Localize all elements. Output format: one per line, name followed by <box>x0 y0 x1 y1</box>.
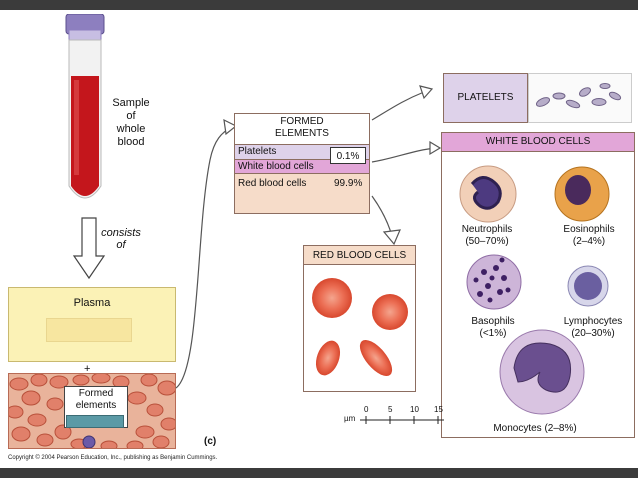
smear-cells <box>9 374 175 448</box>
plasma-inner-field <box>46 318 132 342</box>
row-label-platelets: Platelets <box>238 146 277 157</box>
neutrophils-label: Neutrophils (50–70%) <box>446 224 528 248</box>
formed-elements-line: Formed <box>78 388 114 399</box>
cell-name: Lymphocytes <box>563 316 623 327</box>
wbc-cells <box>459 165 610 415</box>
top-border <box>0 0 638 10</box>
lymphocytes-label: Lymphocytes (20–30%) <box>552 316 634 340</box>
copyright-text: Copyright © 2004 Pearson Education, Inc.… <box>8 455 218 461</box>
formed-elements-title: FORMED ELEMENTS <box>234 116 370 140</box>
cell-name: Neutrophils <box>461 224 513 235</box>
arrow-to-platelets <box>371 91 425 121</box>
cell-range: (2–4%) <box>572 236 606 247</box>
scale-tick-0: 0 <box>364 405 369 414</box>
blood-tube-illustration <box>65 14 105 199</box>
consists-line: consists <box>101 227 141 239</box>
formed-title-line: ELEMENTS <box>275 128 329 139</box>
wbc-header <box>441 132 635 152</box>
platelets-title: PLATELETS <box>457 92 514 103</box>
tube-label-line: whole <box>116 123 146 135</box>
scale-bar <box>344 406 448 424</box>
scale-tick-15: 15 <box>434 405 443 414</box>
cell-name: Basophils <box>471 316 515 327</box>
panel-letter: (c) <box>204 436 217 447</box>
cell-name: Eosinophils <box>563 224 615 235</box>
arrowhead <box>223 118 238 136</box>
formed-elements-line: elements <box>75 400 117 411</box>
scale-tick-5: 5 <box>388 405 393 414</box>
arrow-to-rbc <box>371 195 393 237</box>
arrowhead <box>419 85 434 100</box>
rbc-cells <box>312 278 408 377</box>
bottom-border <box>0 468 638 478</box>
rbc-title-box <box>303 245 416 265</box>
formed-elements-layer <box>66 415 124 428</box>
consists-of-label: consists of <box>96 227 146 251</box>
eosinophils-label: Eosinophils (2–4%) <box>548 224 630 248</box>
arrow-to-wbc <box>371 147 437 163</box>
row-value-rbc: 99.9% <box>334 178 363 189</box>
tube-label-line: Sample <box>112 97 150 109</box>
formed-elements-header <box>234 113 370 145</box>
cell-range: (20–30%) <box>571 328 615 339</box>
consists-line: of <box>116 239 126 251</box>
tube-label-line: blood <box>117 136 145 148</box>
formed-title-line: FORMED <box>280 116 324 127</box>
plus-sign: + <box>84 363 91 375</box>
arrowhead <box>382 229 401 246</box>
scale-bar-ruler <box>360 416 444 424</box>
monocytes-label: Monocytes (2–8%) <box>493 423 577 434</box>
wbc-title: WHITE BLOOD CELLS <box>485 136 591 147</box>
basophils-label: Basophils (<1%) <box>452 316 534 340</box>
arrow-to-formed-elements <box>175 126 233 389</box>
down-arrow <box>72 217 106 280</box>
platelets-image <box>528 73 632 123</box>
rbc-title: RED BLOOD CELLS <box>312 250 407 261</box>
row-label-wbc: White blood cells <box>238 161 314 172</box>
tube-label: Sample of whole blood <box>104 97 158 149</box>
scale-unit: µm <box>344 414 356 423</box>
tube-label-line: of <box>126 110 136 122</box>
row-label-rbc: Red blood cells <box>238 178 307 189</box>
platelet-cells <box>535 83 622 109</box>
plasma-label: Plasma <box>73 297 111 309</box>
value-platelets-wbc: 0.1% <box>330 147 366 164</box>
formed-elements-label: Formed elements <box>64 388 128 412</box>
cell-range: (<1%) <box>479 328 507 339</box>
cell-range: (50–70%) <box>465 236 509 247</box>
platelets-title-box <box>443 73 528 123</box>
arrowhead <box>429 140 442 156</box>
scale-tick-10: 10 <box>410 405 419 414</box>
